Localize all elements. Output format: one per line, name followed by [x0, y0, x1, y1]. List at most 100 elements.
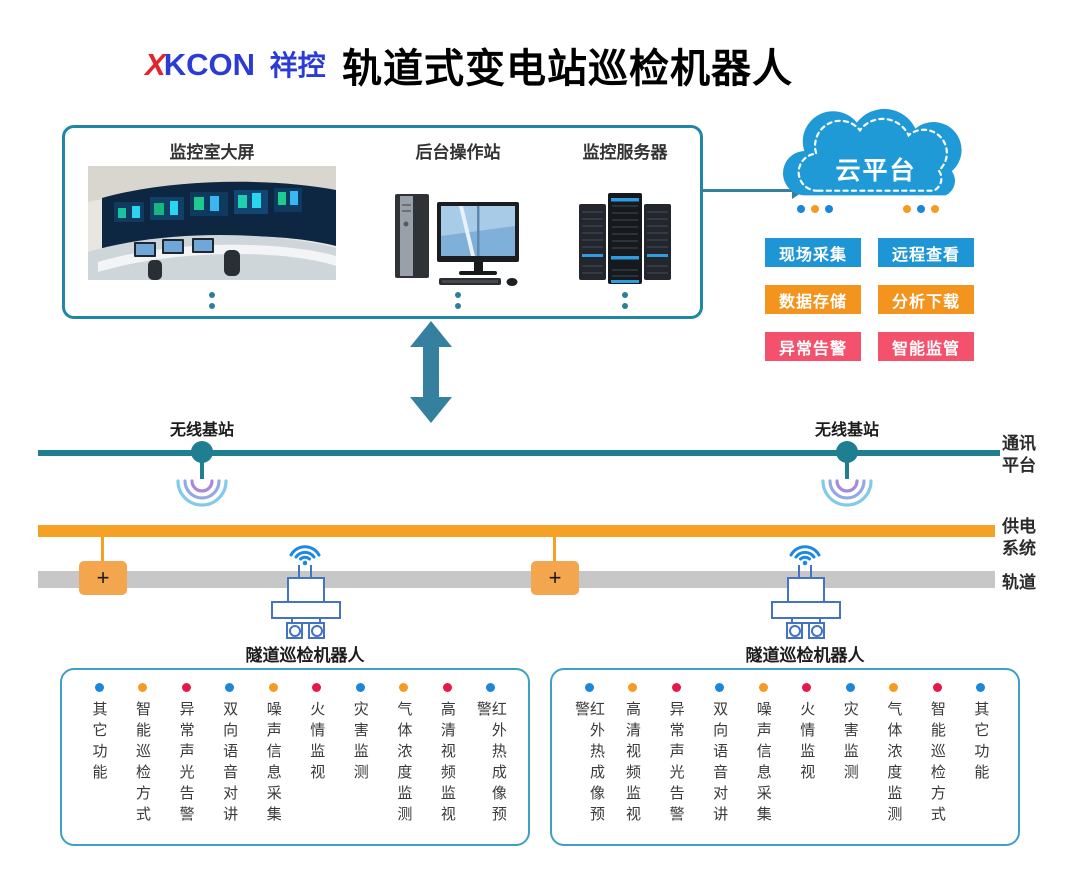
bidirectional-arrow-icon [410, 321, 452, 423]
track-label: 轨道 [1002, 573, 1036, 592]
wifi-icon [789, 545, 821, 566]
feature-item: 气体浓度监测 [883, 683, 905, 836]
feature-item: 火情监视 [306, 683, 328, 836]
ellipsis-dots [455, 287, 461, 309]
power-tap-stem [101, 537, 104, 563]
cloud-function-abnormal-alarm: 异常告警 [765, 332, 861, 361]
power-tap-2: + [531, 537, 579, 595]
feature-dot [584, 683, 594, 692]
cloud-function-smart-supervision: 智能监管 [878, 332, 974, 361]
feature-dot [889, 683, 899, 692]
wifi-icon [289, 545, 321, 566]
feature-dot [802, 683, 812, 692]
robot-label: 隧道巡检机器人 [745, 646, 865, 665]
feature-dot [181, 683, 191, 692]
cloud-function-data-storage: 数据存储 [765, 285, 861, 314]
power-tap-1: + [79, 537, 127, 595]
feature-dot [486, 683, 496, 692]
antenna [298, 565, 300, 578]
robot-camera-left [786, 622, 803, 639]
communication-line [38, 450, 1000, 456]
feature-item: 灾害监测 [349, 683, 371, 836]
page-title: 轨道式变电站巡检机器人 [342, 47, 793, 91]
cloud-icon [783, 108, 962, 196]
control-room-image [88, 166, 336, 280]
cloud-platform-label: 云平台 [835, 157, 917, 185]
track-line [38, 571, 995, 588]
antenna [310, 565, 312, 578]
power-system-label: 供电系统 [1002, 517, 1036, 559]
feature-dot [442, 683, 452, 692]
base-station-node [836, 441, 858, 463]
robot-camera-left [286, 622, 303, 639]
station-label-big-screen: 监控室大屏 [169, 143, 255, 162]
base-station-2: 无线基站 [787, 416, 907, 516]
signal-waves-icon [176, 479, 228, 507]
robot-mount [791, 617, 821, 624]
ellipsis-dots [622, 287, 628, 309]
base-station-node [191, 441, 213, 463]
feature-dot [312, 683, 322, 692]
power-tap-box: + [79, 561, 127, 595]
robot-label: 隧道巡检机器人 [245, 646, 365, 665]
feature-item: 双向语音对讲 [219, 683, 241, 836]
plus-symbol: + [96, 565, 110, 590]
logo-x-mark: X [145, 47, 166, 82]
feature-item: 火情监视 [796, 683, 818, 836]
feature-item: 红外热成像预警 [475, 683, 507, 836]
feature-item: 异常声光告警 [665, 683, 687, 836]
feature-dot [758, 683, 768, 692]
inspection-robot-2: 隧道巡检机器人 [715, 538, 895, 666]
cloud-dots-left [797, 205, 833, 213]
server-rack-image [579, 193, 671, 284]
base-station-stem [200, 461, 204, 479]
cloud-function-analysis-download: 分析下载 [878, 285, 974, 314]
plus-symbol: + [548, 565, 562, 590]
cloud-dashed-outline [797, 117, 948, 192]
robot-upper-body [787, 577, 825, 603]
logo-brand-chinese: 祥控 [269, 50, 326, 81]
feature-item: 噪声信息采集 [262, 683, 284, 836]
cloud-dots-right [903, 205, 939, 213]
feature-item: 高清视频监视 [436, 683, 458, 836]
feature-item: 异常声光告警 [175, 683, 197, 836]
feature-dot [976, 683, 986, 692]
feature-dot [225, 683, 235, 692]
feature-dot [94, 683, 104, 692]
ellipsis-dots [209, 287, 215, 309]
feature-dot [628, 683, 638, 692]
power-tap-stem [553, 537, 556, 563]
feature-item: 噪声信息采集 [752, 683, 774, 836]
feature-dot [399, 683, 409, 692]
inspection-robot-1: 隧道巡检机器人 [215, 538, 395, 666]
operator-workstation-image [395, 194, 519, 286]
feature-box-right: 红外热成像预警 高清视频监视 异常声光告警 双向语音对讲 噪声信息采集 火情监视… [550, 668, 1020, 846]
power-line [38, 525, 995, 537]
robot-camera-right [808, 622, 825, 639]
feature-box-left: 其它功能 智能巡检方式 异常声光告警 双向语音对讲 噪声信息采集 火情监视 灾害… [60, 668, 530, 846]
antenna [798, 565, 800, 578]
feature-dot [845, 683, 855, 692]
brand-logo: XKCON 祥控 [145, 44, 326, 84]
cloud-function-remote-view: 远程查看 [878, 238, 974, 267]
robot-upper-body [287, 577, 325, 603]
base-station-label: 无线基站 [814, 422, 879, 439]
feature-dot [268, 683, 278, 692]
feature-dot [138, 683, 148, 692]
base-station-stem [845, 461, 849, 479]
logo-brand-name: KCON [163, 47, 255, 82]
robot-camera-right [308, 622, 325, 639]
feature-item: 智能巡检方式 [132, 683, 154, 836]
feature-item: 智能巡检方式 [926, 683, 948, 836]
feature-item: 其它功能 [88, 683, 110, 836]
station-label-server: 监控服务器 [582, 143, 668, 162]
power-tap-box: + [531, 561, 579, 595]
feature-item: 灾害监测 [839, 683, 861, 836]
feature-item: 红外热成像预警 [573, 683, 605, 836]
signal-waves-icon [821, 479, 873, 507]
cloud-function-field-collect: 现场采集 [765, 238, 861, 267]
base-station-1: 无线基站 [142, 416, 262, 516]
cloud-connector-line [700, 189, 794, 192]
feature-dot [671, 683, 681, 692]
